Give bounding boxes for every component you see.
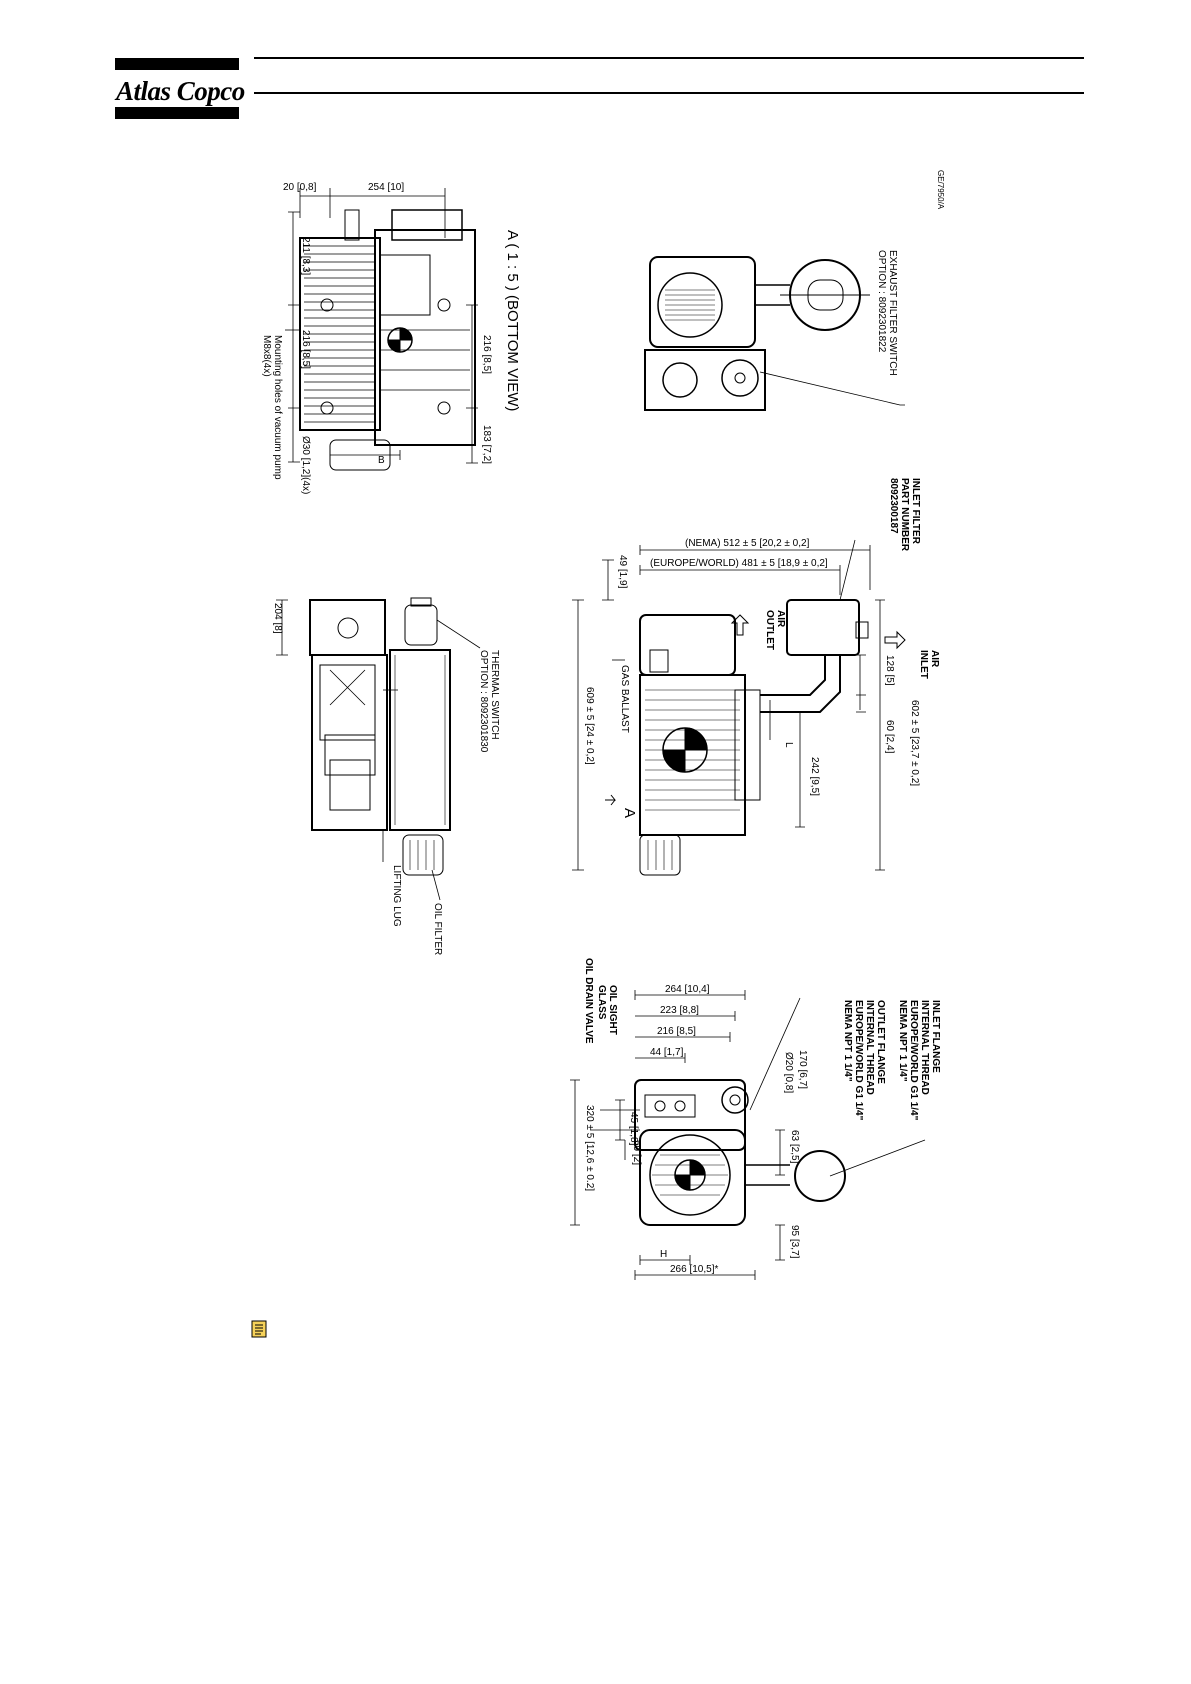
drawing-reference: GE/7950/A xyxy=(936,170,945,210)
diameter-note: Ø30 [1,2](4x) xyxy=(300,436,311,494)
dim-128: 128 [5] xyxy=(884,655,895,686)
outlet-flange-4: NEMA NPT 1 1/4" xyxy=(842,1000,853,1082)
dim-216-front: 216 [8,5] xyxy=(657,1026,696,1037)
inlet-flange-4: NEMA NPT 1 1/4" xyxy=(897,1000,908,1082)
oil-sight-1: OIL SIGHT xyxy=(607,985,618,1035)
bottom-view-title: A ( 1 : 5 ) (BOTTOM VIEW) xyxy=(504,230,521,411)
exhaust-filter-view-drawing xyxy=(644,256,905,411)
logo-bar-bottom xyxy=(115,107,239,119)
bottom-view-drawing xyxy=(285,188,478,471)
dim-223: 223 [8,8] xyxy=(660,1005,699,1016)
dim-europe: (EUROPE/WORLD) 481 ± 5 [18,9 ± 0,2] xyxy=(650,558,828,569)
front-view-drawing xyxy=(570,990,926,1280)
mounting-note-1: Mounting holes of vacuum pump xyxy=(272,335,283,480)
thermal-switch-2: OPTION : 8092301830 xyxy=(478,650,489,753)
dim-216-a: 216 [8,5] xyxy=(300,330,311,369)
oil-sight-2: GLASS xyxy=(596,985,607,1020)
dim-45: 45 [1,8] xyxy=(628,1112,639,1146)
inlet-filter-2: PART NUMBER xyxy=(899,478,910,552)
dim-216-b: 216 [8,5] xyxy=(481,335,492,374)
header-rule-bottom xyxy=(254,92,1084,94)
outlet-flange-1: OUTLET FLANGE xyxy=(875,1000,886,1084)
logo-bar-top xyxy=(115,58,239,70)
air-outlet-2: OUTLET xyxy=(764,610,775,650)
outlet-flange-3: EUROPE/WORLD G1 1/4" xyxy=(853,1000,864,1121)
dim-H: H xyxy=(660,1249,667,1260)
inlet-flange-3: EUROPE/WORLD G1 1/4" xyxy=(908,1000,919,1121)
gas-ballast-label: GAS BALLAST xyxy=(619,665,630,733)
header-rule-top xyxy=(254,57,1084,59)
inlet-flange-1: INLET FLANGE xyxy=(930,1000,941,1073)
air-outlet-1: AIR xyxy=(775,610,786,628)
air-inlet-2: INLET xyxy=(918,650,929,679)
dim-320: 320 ± 5 [12,6 ± 0.2] xyxy=(584,1105,595,1191)
dim-264: 264 [10,4] xyxy=(665,984,710,995)
outlet-flange-2: INTERNAL THREAD xyxy=(864,1000,875,1095)
dim-183: 183 [7,2] xyxy=(481,425,492,464)
dim-44: 44 [1,7] xyxy=(650,1047,684,1058)
dim-602: 602 ± 5 [23,7 ± 0,2] xyxy=(909,700,920,786)
dim-204: 204 [8] xyxy=(272,603,283,634)
exhaust-filter-callout-1: EXHAUST FILTER SWITCH xyxy=(887,250,898,376)
note-icon xyxy=(251,1320,267,1338)
exhaust-filter-callout-2: OPTION : 8092301822 xyxy=(876,250,887,353)
dim-49: 49 [1,9] xyxy=(617,555,628,589)
dim-254: 254 [10] xyxy=(368,182,404,193)
main-side-view-drawing xyxy=(572,539,906,876)
thermal-switch-view-drawing xyxy=(276,597,481,901)
dim-60: 60 [2,4] xyxy=(884,720,895,754)
dim-609: 609 ± 5 [24 ± 0,2] xyxy=(584,687,595,765)
air-inlet-1: AIR xyxy=(929,650,940,668)
dim-63: 63 [2,5] xyxy=(789,1130,800,1164)
dim-211: 211 [8,3] xyxy=(300,237,311,275)
inlet-filter-3: 8092300187 xyxy=(888,478,899,534)
dim-242: 242 [9,5] xyxy=(809,757,820,796)
dim-50: 50 [2] xyxy=(631,1140,642,1165)
company-logo: Atlas Copco xyxy=(116,76,245,106)
dim-20: 20 [0,8] xyxy=(283,182,317,193)
oil-drain-label: OIL DRAIN VALVE xyxy=(583,958,594,1044)
dim-20-diameter: Ø20 [0,8] xyxy=(783,1052,794,1093)
view-marker-A: A xyxy=(621,808,638,818)
dim-266: 266 [10,5]* xyxy=(670,1264,718,1275)
lifting-lug-label: LIFTING LUG xyxy=(391,865,402,927)
thermal-switch-1: THERMAL SWITCH xyxy=(489,650,500,740)
mounting-note-2: M8x8(4x) xyxy=(261,335,272,377)
dim-B: B xyxy=(378,455,385,466)
dim-95: 95 [3,7] xyxy=(789,1225,800,1259)
dim-170: 170 [6,7] xyxy=(797,1050,808,1089)
inlet-flange-2: INTERNAL THREAD xyxy=(919,1000,930,1095)
dim-L: L xyxy=(783,742,794,748)
oil-filter-label: OIL FILTER xyxy=(432,903,443,955)
dim-nema: (NEMA) 512 ± 5 [20,2 ± 0,2] xyxy=(685,538,810,549)
inlet-filter-1: INLET FILTER xyxy=(910,478,921,545)
